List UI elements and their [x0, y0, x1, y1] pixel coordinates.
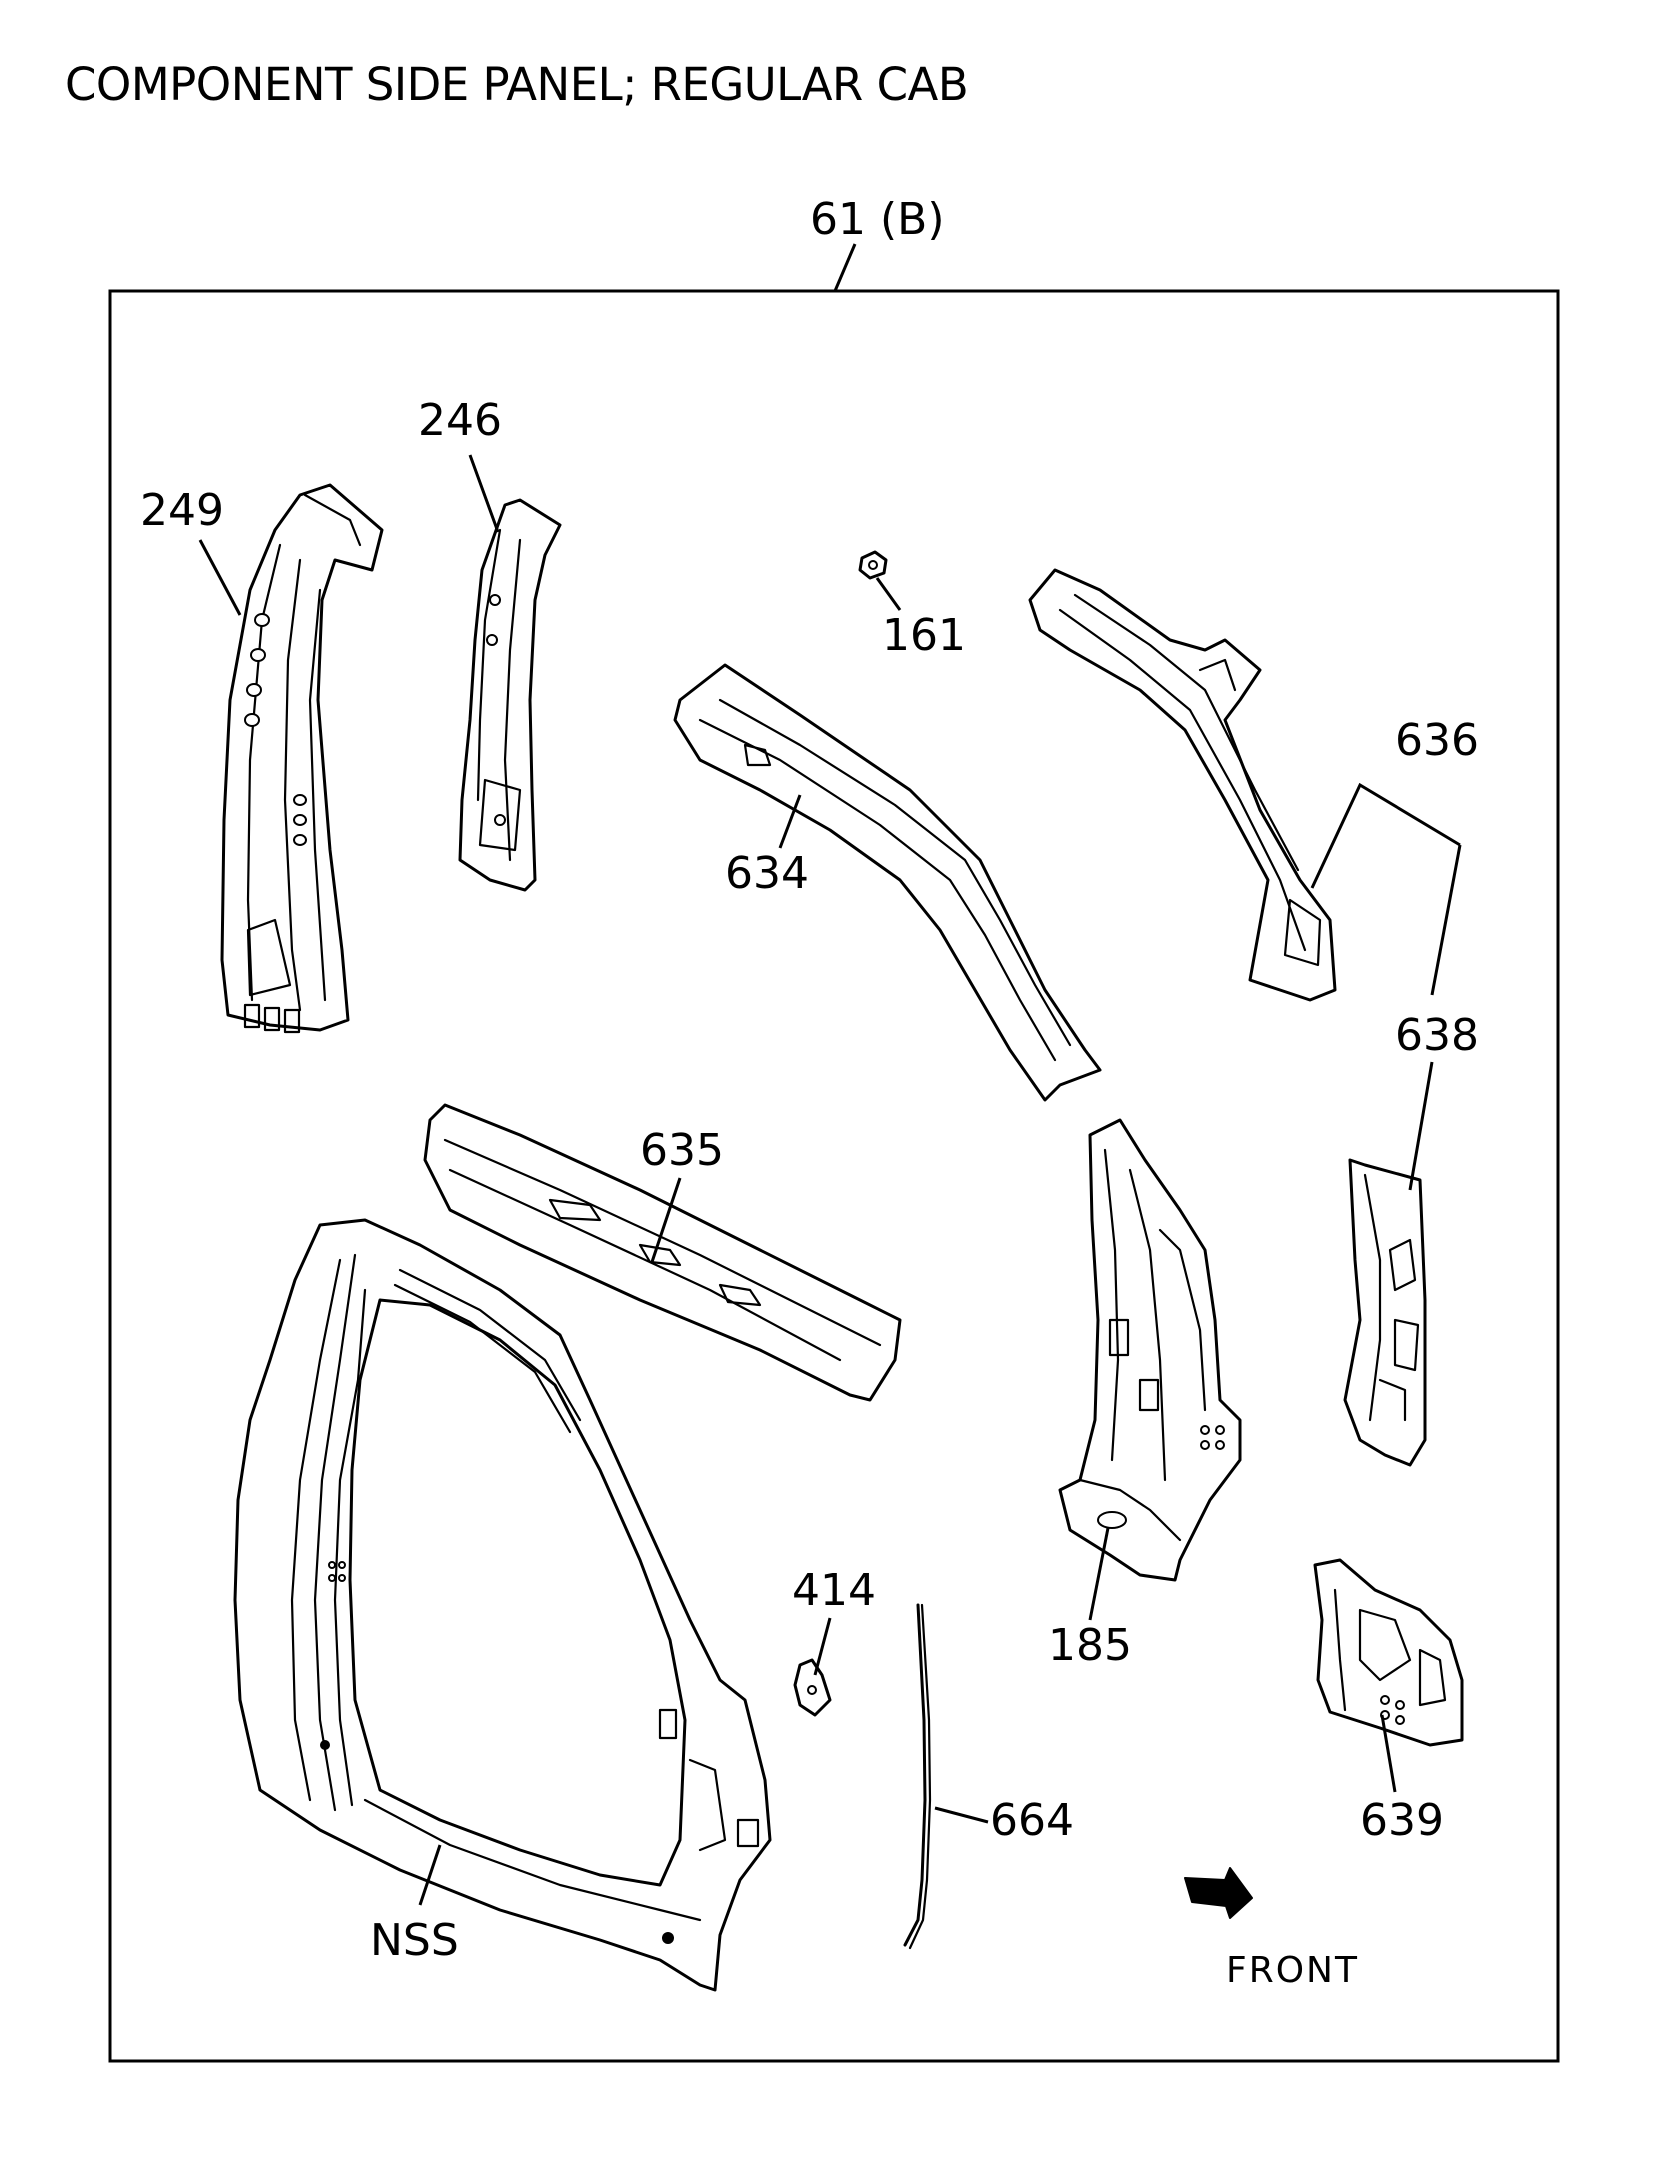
label-636: 636 — [1395, 715, 1479, 766]
part-639[interactable]: 639 — [1313, 1558, 1464, 1846]
part-634[interactable]: 634 — [673, 663, 1102, 1102]
label-185: 185 — [1048, 1620, 1132, 1671]
label-414: 414 — [792, 1565, 876, 1616]
label-NSS: NSS — [370, 1915, 459, 1966]
front-label: FRONT — [1226, 1950, 1359, 1991]
page-title: COMPONENT SIDE PANEL; REGULAR CAB — [65, 58, 969, 111]
part-185[interactable]: 185 — [1048, 1118, 1242, 1671]
label-246: 246 — [418, 395, 502, 446]
front-arrow-icon — [1184, 1867, 1253, 1919]
part-249[interactable]: 249 — [140, 483, 384, 1034]
part-635[interactable]: 635 — [423, 1103, 902, 1402]
label-635: 635 — [640, 1125, 724, 1176]
assembly-leader — [833, 243, 857, 292]
label-161: 161 — [882, 610, 966, 661]
part-414[interactable]: 414 — [792, 1565, 876, 1717]
front-direction-indicator: FRONT — [1184, 1867, 1359, 1991]
part-246[interactable]: 246 — [418, 395, 562, 892]
label-634: 634 — [725, 848, 809, 899]
label-638: 638 — [1395, 1010, 1479, 1061]
assembly-label: 61 (B) — [810, 194, 945, 245]
part-636[interactable]: 636 — [1028, 568, 1479, 1002]
part-664[interactable]: 664 — [903, 1603, 1074, 1950]
part-638[interactable]: 638 — [1343, 1010, 1479, 1467]
label-639: 639 — [1360, 1795, 1444, 1846]
part-161[interactable]: 161 — [858, 550, 966, 661]
label-249: 249 — [140, 485, 224, 536]
assembly-frame — [108, 289, 1560, 2063]
label-664: 664 — [990, 1795, 1074, 1846]
part-NSS[interactable]: NSS — [233, 1218, 772, 1992]
